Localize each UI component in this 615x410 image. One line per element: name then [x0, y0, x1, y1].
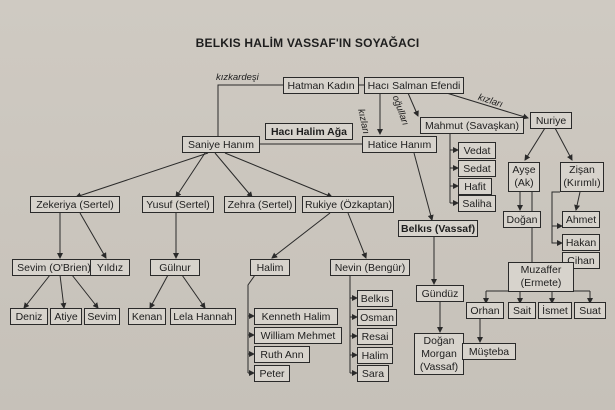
person-ayse-ak: Ayşe (Ak) [508, 162, 540, 192]
page-title: BELKIS HALİM VASSAF'IN SOYAĞACI [195, 36, 420, 50]
person-yusuf-sertel: Yusuf (Sertel) [142, 196, 214, 213]
person-nevin-bengur: Nevin (Bengür) [330, 259, 410, 276]
person-belkis-vassaf: Belkıs (Vassaf) [398, 220, 478, 237]
person-william-mehmet: William Mehmet [254, 327, 342, 344]
person-zisan-kirimli: Zişan (Kırımlı) [560, 162, 604, 192]
person-nuriye: Nuriye [530, 112, 572, 129]
person-halim: Halim [250, 259, 290, 276]
person-ahmet: Ahmet [562, 211, 600, 228]
person-sedat: Sedat [458, 160, 496, 177]
person-hakan: Hakan [562, 234, 600, 251]
person-ruth-ann: Ruth Ann [254, 346, 310, 363]
person-yildiz: Yıldız [90, 259, 130, 276]
person-sait: Sait [508, 302, 536, 319]
person-sara: Sara [357, 365, 389, 382]
person-gunduz: Gündüz [416, 285, 464, 302]
person-orhan: Orhan [466, 302, 504, 319]
person-gulnur: Gülnur [150, 259, 200, 276]
person-vedat: Vedat [458, 142, 496, 159]
person-halim-bengur: Halim [357, 347, 393, 364]
person-sevim: Sevim [84, 308, 120, 325]
person-hatman-kadin: Hatman Kadın [283, 77, 359, 94]
person-hafit: Hafit [458, 178, 492, 195]
person-resai: Resai [357, 328, 393, 345]
person-rukiye-ozkaptan: Rukiye (Özkaptan) [302, 196, 394, 213]
person-hatice-hanim: Hatice Hanım [362, 136, 437, 153]
person-saniye-hanim: Saniye Hanım [182, 136, 260, 153]
person-dogan: Doğan [503, 211, 541, 228]
person-saliha: Saliha [458, 195, 496, 212]
person-osman: Osman [357, 309, 397, 326]
person-sevim-obrien: Sevim (O'Brien) [12, 259, 96, 276]
person-haci-halim-aga: Hacı Halim Ağa [265, 123, 353, 140]
person-musteba: Müşteba [462, 343, 516, 360]
person-atiye: Atiye [50, 308, 82, 325]
person-kenneth-halim: Kenneth Halim [254, 308, 338, 325]
person-muzaffer-ermete: Muzaffer (Ermete) [508, 262, 574, 292]
person-deniz: Deniz [10, 308, 48, 325]
person-lela-hannah: Lela Hannah [170, 308, 236, 325]
person-ismet: İsmet [538, 302, 572, 319]
person-mahmut-savaskan: Mahmut (Savaşkan) [420, 117, 524, 134]
person-zehra-sertel: Zehra (Sertel) [224, 196, 296, 213]
person-peter: Peter [254, 365, 290, 382]
label-kizkardesi: kızkardeşi [216, 72, 259, 83]
person-kenan: Kenan [128, 308, 166, 325]
person-dogan-morgan-vassaf: Doğan Morgan (Vassaf) [414, 333, 464, 375]
person-zekeriya-sertel: Zekeriya (Sertel) [30, 196, 120, 213]
person-suat: Suat [574, 302, 606, 319]
person-haci-salman-efendi: Hacı Salman Efendi [364, 77, 464, 94]
person-belkis-bengur: Belkıs [357, 290, 393, 307]
